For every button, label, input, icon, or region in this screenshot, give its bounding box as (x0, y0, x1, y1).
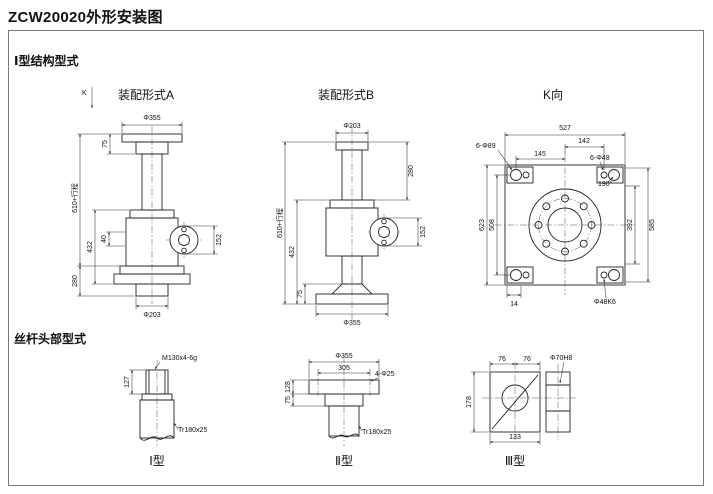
dim-a-side-flange: 152 (216, 234, 223, 246)
view-label-k-view: K向 (543, 88, 564, 102)
k-view-direction-arrow: K (82, 87, 94, 109)
dim-a-body-h: 432 (87, 241, 94, 253)
screw-head-1-outline (139, 369, 175, 441)
screw-head-1-dimensions: M130x4-6g 127 Tr180x25 (124, 355, 207, 434)
assembly-b-dimensions: Φ203 280 152 432 610+行程 75 Φ355 (275, 123, 427, 327)
dim-a-base-h: 280 (72, 275, 79, 287)
dim-t1-height: 127 (124, 376, 131, 388)
dim-a-flange-h: 75 (102, 140, 109, 148)
dim-t2-screw: Tr180x25 (362, 429, 391, 436)
dim-t1-thread: M130x4-6g (162, 355, 197, 362)
label-k-small-holes: 6-Φ48 (590, 155, 610, 162)
dim-b-body-h: 432 (289, 246, 296, 258)
dim-t3-w1: 76 (498, 356, 506, 363)
dim-t3-w2: 76 (523, 356, 531, 363)
dim-k-pad: 14 (510, 301, 518, 308)
k-direction-label: K (82, 90, 87, 97)
caption-type-2: Ⅱ型 (335, 454, 353, 468)
dim-b-total-h: 610+行程 (275, 208, 284, 238)
dim-b-top-h: 280 (408, 165, 415, 177)
label-k-angle: 190° (598, 180, 613, 188)
screw-head-3-drawing: 76 76 Φ70H8 178 133 (466, 355, 576, 445)
dim-a-offset: 40 (101, 235, 108, 243)
screw-head-2-dimensions: Φ355 305 4-Φ25 128 75 Tr180x25 (285, 353, 395, 436)
dim-b-top-dia: Φ203 (343, 123, 360, 130)
dim-k-hole-x2: 145 (534, 151, 546, 158)
dim-k-height2: 585 (649, 219, 656, 231)
label-k-big-holes: 6-Φ89 (476, 143, 496, 150)
dim-k-hole-x1: 142 (578, 138, 590, 145)
section-structure-type: Ⅰ型结构型式 (14, 54, 79, 68)
label-k-pin: Φ48K6 (594, 299, 616, 306)
dim-a-total-h: 610+行程 (70, 183, 79, 213)
screw-head-1-drawing: M130x4-6g 127 Tr180x25 (124, 355, 207, 448)
dim-k-hole-y1: 508 (489, 219, 496, 231)
k-view-centerlines (495, 155, 635, 295)
dim-b-side-flange: 152 (420, 226, 427, 238)
dim-t2-spacing: 305 (338, 365, 350, 372)
dim-t3-height: 178 (466, 396, 473, 408)
dim-k-width: 527 (559, 125, 571, 132)
screw-head-2-centerlines (317, 356, 371, 446)
dim-b-flange-h: 75 (297, 290, 304, 298)
dim-t3-bore: Φ70H8 (550, 355, 572, 362)
assembly-a-drawing: K Φ355 75 (70, 87, 223, 319)
k-view-dimensions: 527 142 145 6-Φ89 6-Φ48 190° 623 508 392 (476, 125, 656, 308)
dim-t1-screw: Tr180x25 (178, 427, 207, 434)
dim-b-bottom-dia: Φ355 (343, 320, 360, 327)
screw-head-2-drawing: Φ355 305 4-Φ25 128 75 Tr180x25 (285, 353, 395, 446)
assembly-b-outline (315, 141, 399, 305)
dim-t3-width: 133 (509, 434, 521, 441)
page-title: ZCW20020外形安装图 (8, 9, 163, 26)
screw-head-2-outline (308, 379, 380, 439)
assembly-a-dimensions: Φ355 75 610+行程 280 432 40 152 Φ203 (70, 115, 223, 319)
dim-t2-h2: 75 (285, 396, 292, 404)
view-label-assembly-a: 装配形式A (118, 88, 175, 102)
dim-t2-holes: 4-Φ25 (375, 371, 395, 378)
assembly-a-centerlines (151, 126, 202, 304)
view-label-assembly-b: 装配形式B (318, 88, 375, 102)
caption-type-3: Ⅲ型 (504, 454, 526, 468)
dim-a-top-dia: Φ355 (143, 115, 160, 122)
assembly-b-drawing: Φ203 280 152 432 610+行程 75 Φ355 (275, 123, 427, 327)
section-screw-head-type: 丝杆头部型式 (14, 332, 87, 346)
screw-head-3-centerlines (482, 362, 576, 440)
caption-type-1: Ⅰ型 (149, 454, 165, 468)
k-view-drawing: 527 142 145 6-Φ89 6-Φ48 190° 623 508 392 (476, 125, 656, 308)
k-view-plate-outline (504, 164, 626, 286)
drawing-frame (8, 30, 704, 486)
dim-t2-h1: 128 (285, 381, 292, 393)
dim-a-bottom-dia: Φ203 (143, 312, 160, 319)
dim-k-hole-y2: 392 (627, 219, 634, 231)
dim-t2-dia: Φ355 (335, 353, 352, 360)
dim-k-height: 623 (479, 219, 486, 231)
assembly-a-outline (113, 133, 199, 297)
screw-head-3-dimensions: 76 76 Φ70H8 178 133 (466, 355, 572, 445)
screw-head-3-outline (489, 371, 571, 433)
